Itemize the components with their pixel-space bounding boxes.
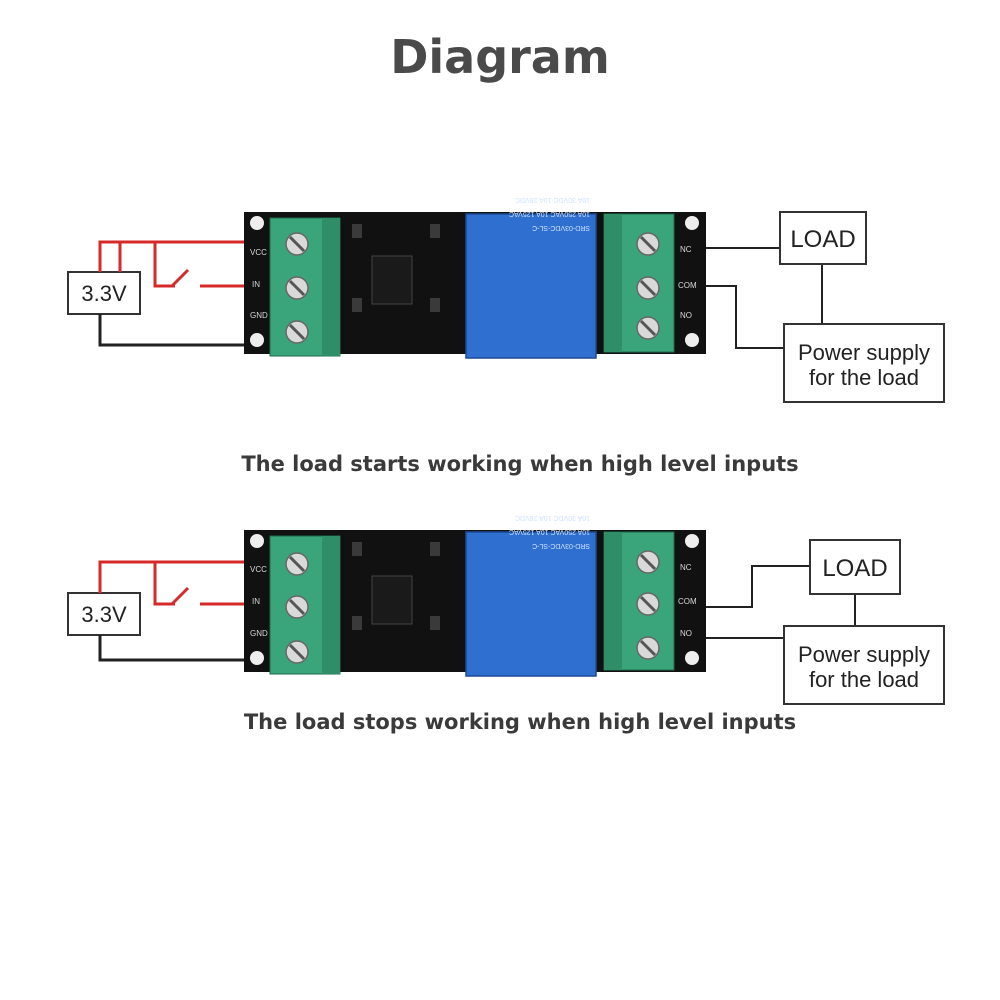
relay-model-text: SRD-03VDC-SL-C — [532, 224, 590, 231]
pin-label-vcc: VCC — [250, 565, 267, 574]
output-wires — [706, 565, 856, 639]
input-wire-ground — [98, 314, 246, 347]
relay-rating-text-1: 10A 250VAC 10A 125VAC — [509, 528, 590, 535]
pin-label-no: NO — [680, 629, 692, 638]
pin-label-com: COM — [678, 281, 697, 290]
relay-rating-text-2: 10A 30VDC 10A 28VDC — [515, 514, 590, 521]
diagram-1: 3.3V VCC IN GND — [67, 196, 945, 403]
power-supply-box — [783, 323, 945, 403]
optocoupler-chip — [371, 575, 413, 625]
pin-label-gnd: GND — [250, 311, 268, 320]
source-label: 3.3V — [81, 602, 127, 627]
relay-module — [465, 213, 597, 359]
output-wires — [706, 247, 823, 349]
caption-load-starts: The load starts working when high level … — [241, 452, 799, 476]
load-label: LOAD — [822, 555, 887, 582]
power-supply-box — [783, 625, 945, 705]
input-wire-ground — [98, 635, 246, 662]
pin-label-nc: NC — [680, 563, 692, 572]
source-box — [67, 271, 141, 315]
pin-label-in: IN — [252, 597, 260, 606]
source-box — [67, 592, 141, 636]
source-label: 3.3V — [81, 281, 127, 306]
relay-rating-text-1: 10A 250VAC 10A 125VAC — [509, 210, 590, 217]
page-title: Diagram — [390, 30, 610, 84]
power-supply-label-line1: Power supply — [798, 340, 930, 365]
load-box — [809, 539, 901, 595]
power-supply-label-line1: Power supply — [798, 642, 930, 667]
load-label: LOAD — [790, 226, 855, 253]
pin-label-gnd: GND — [250, 629, 268, 638]
optocoupler-chip — [371, 255, 413, 305]
input-wires-red — [98, 560, 246, 606]
load-box — [779, 211, 867, 265]
pin-label-nc: NC — [680, 245, 692, 254]
power-supply-label-line2: for the load — [809, 667, 919, 692]
relay-model-text: SRD-03VDC-SL-C — [532, 542, 590, 549]
pin-label-vcc: VCC — [250, 248, 267, 257]
caption-load-stops: The load stops working when high level i… — [243, 710, 797, 734]
power-supply-label-line2: for the load — [809, 365, 919, 390]
relay-rating-text-2: 10A 30VDC 10A 28VDC — [515, 196, 590, 203]
relay-module — [465, 531, 597, 677]
pin-label-in: IN — [252, 280, 260, 289]
pin-label-no: NO — [680, 311, 692, 320]
pin-label-com: COM — [678, 597, 697, 606]
input-wires-red — [98, 240, 246, 288]
diagram-2: 3.3V VCC IN GND SRD-03VDC-SL-C 10A 250VA… — [67, 514, 945, 705]
